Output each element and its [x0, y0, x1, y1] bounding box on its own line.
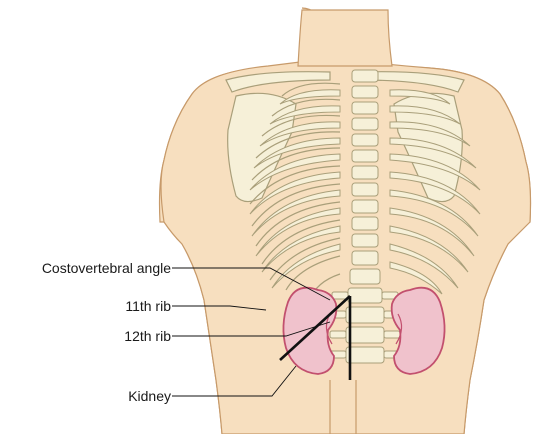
label-costovertebral-angle: Costovertebral angle — [42, 260, 171, 276]
label-11th-rib: 11th rib — [125, 298, 171, 314]
label-12th-rib: 12th rib — [124, 328, 171, 344]
label-kidney: Kidney — [128, 388, 171, 404]
torso-fill — [161, 58, 531, 434]
neck — [298, 10, 392, 66]
